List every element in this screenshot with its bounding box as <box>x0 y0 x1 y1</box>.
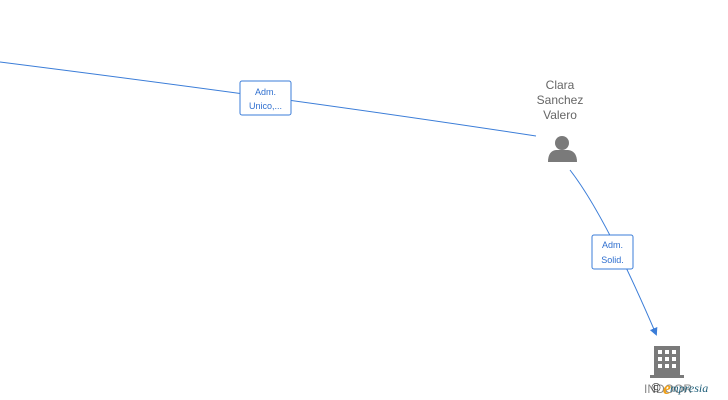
edge-label-adm-solid[interactable]: Adm. Solid. <box>591 234 634 270</box>
edge-label-line: Solid. <box>601 255 624 265</box>
brand-logo-text: mpresia <box>670 380 709 395</box>
edge-line-adm-solid <box>569 169 658 336</box>
person-icon[interactable] <box>548 136 577 162</box>
edge-label-adm-unico[interactable]: Adm. Unico,... <box>239 80 292 116</box>
edge-label-line: Unico,... <box>249 101 282 111</box>
edge-label-line: Adm. <box>602 240 623 250</box>
person-name-line: Clara <box>545 78 575 92</box>
copyright-icon: © <box>650 381 662 395</box>
edge-label-line: Adm. <box>255 87 276 97</box>
person-name[interactable]: Clara Sanchez Valero <box>522 78 598 123</box>
person-name-line: Sanchez <box>536 93 584 107</box>
building-icon[interactable] <box>650 346 684 378</box>
person-name-line: Valero <box>543 108 577 122</box>
brand-watermark: © e mpresia <box>650 378 708 398</box>
company-name[interactable]: INDOOR <box>644 382 692 396</box>
brand-logo-initial: e <box>663 377 671 398</box>
